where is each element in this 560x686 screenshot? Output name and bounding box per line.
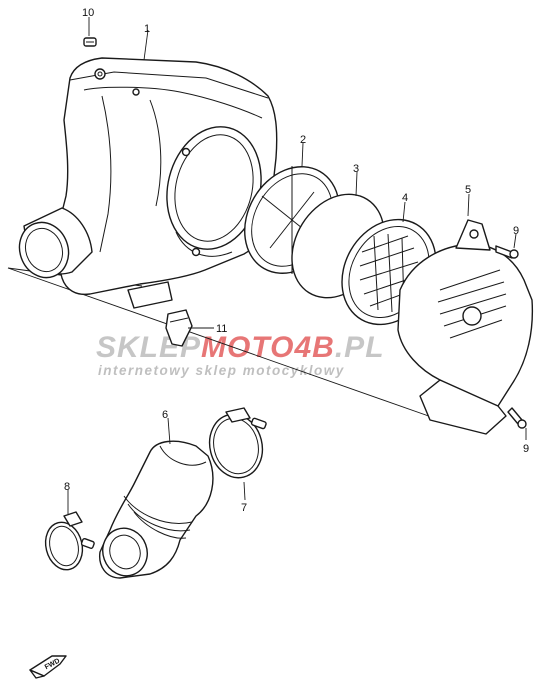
watermark: SKLEPMOTO4B.PL internetowy sklep motocyk… [96, 331, 385, 378]
screw-upper [495, 245, 519, 259]
callouts: 1 2 3 4 5 6 7 8 9 9 10 11 [64, 7, 529, 514]
case-cover [397, 219, 534, 435]
callout-4: 4 [402, 192, 408, 204]
callout-2: 2 [300, 134, 306, 146]
callout-9-lower: 9 [523, 443, 529, 455]
callout-5: 5 [465, 184, 471, 196]
arrow-fwd-icon: FWD [29, 655, 67, 679]
callout-3: 3 [353, 163, 359, 175]
clamp-large [208, 407, 267, 479]
callout-9-upper: 9 [513, 225, 519, 237]
screw-top [83, 37, 97, 47]
callout-11: 11 [216, 323, 227, 335]
callout-8: 8 [64, 481, 70, 493]
air-cleaner-case [18, 57, 278, 309]
screw-lower [507, 407, 527, 429]
watermark-logo: SKLEPMOTO4B.PL [96, 331, 385, 364]
leader-lines [67, 17, 527, 514]
callout-7: 7 [241, 502, 247, 514]
watermark-tagline: internetowy sklep motocyklowy [98, 363, 345, 378]
clamp-small [44, 511, 95, 571]
callout-10: 10 [82, 7, 94, 19]
callout-6: 6 [162, 409, 168, 421]
callout-1: 1 [144, 23, 150, 35]
intake-tube [99, 440, 214, 579]
drain-plug [165, 309, 193, 347]
